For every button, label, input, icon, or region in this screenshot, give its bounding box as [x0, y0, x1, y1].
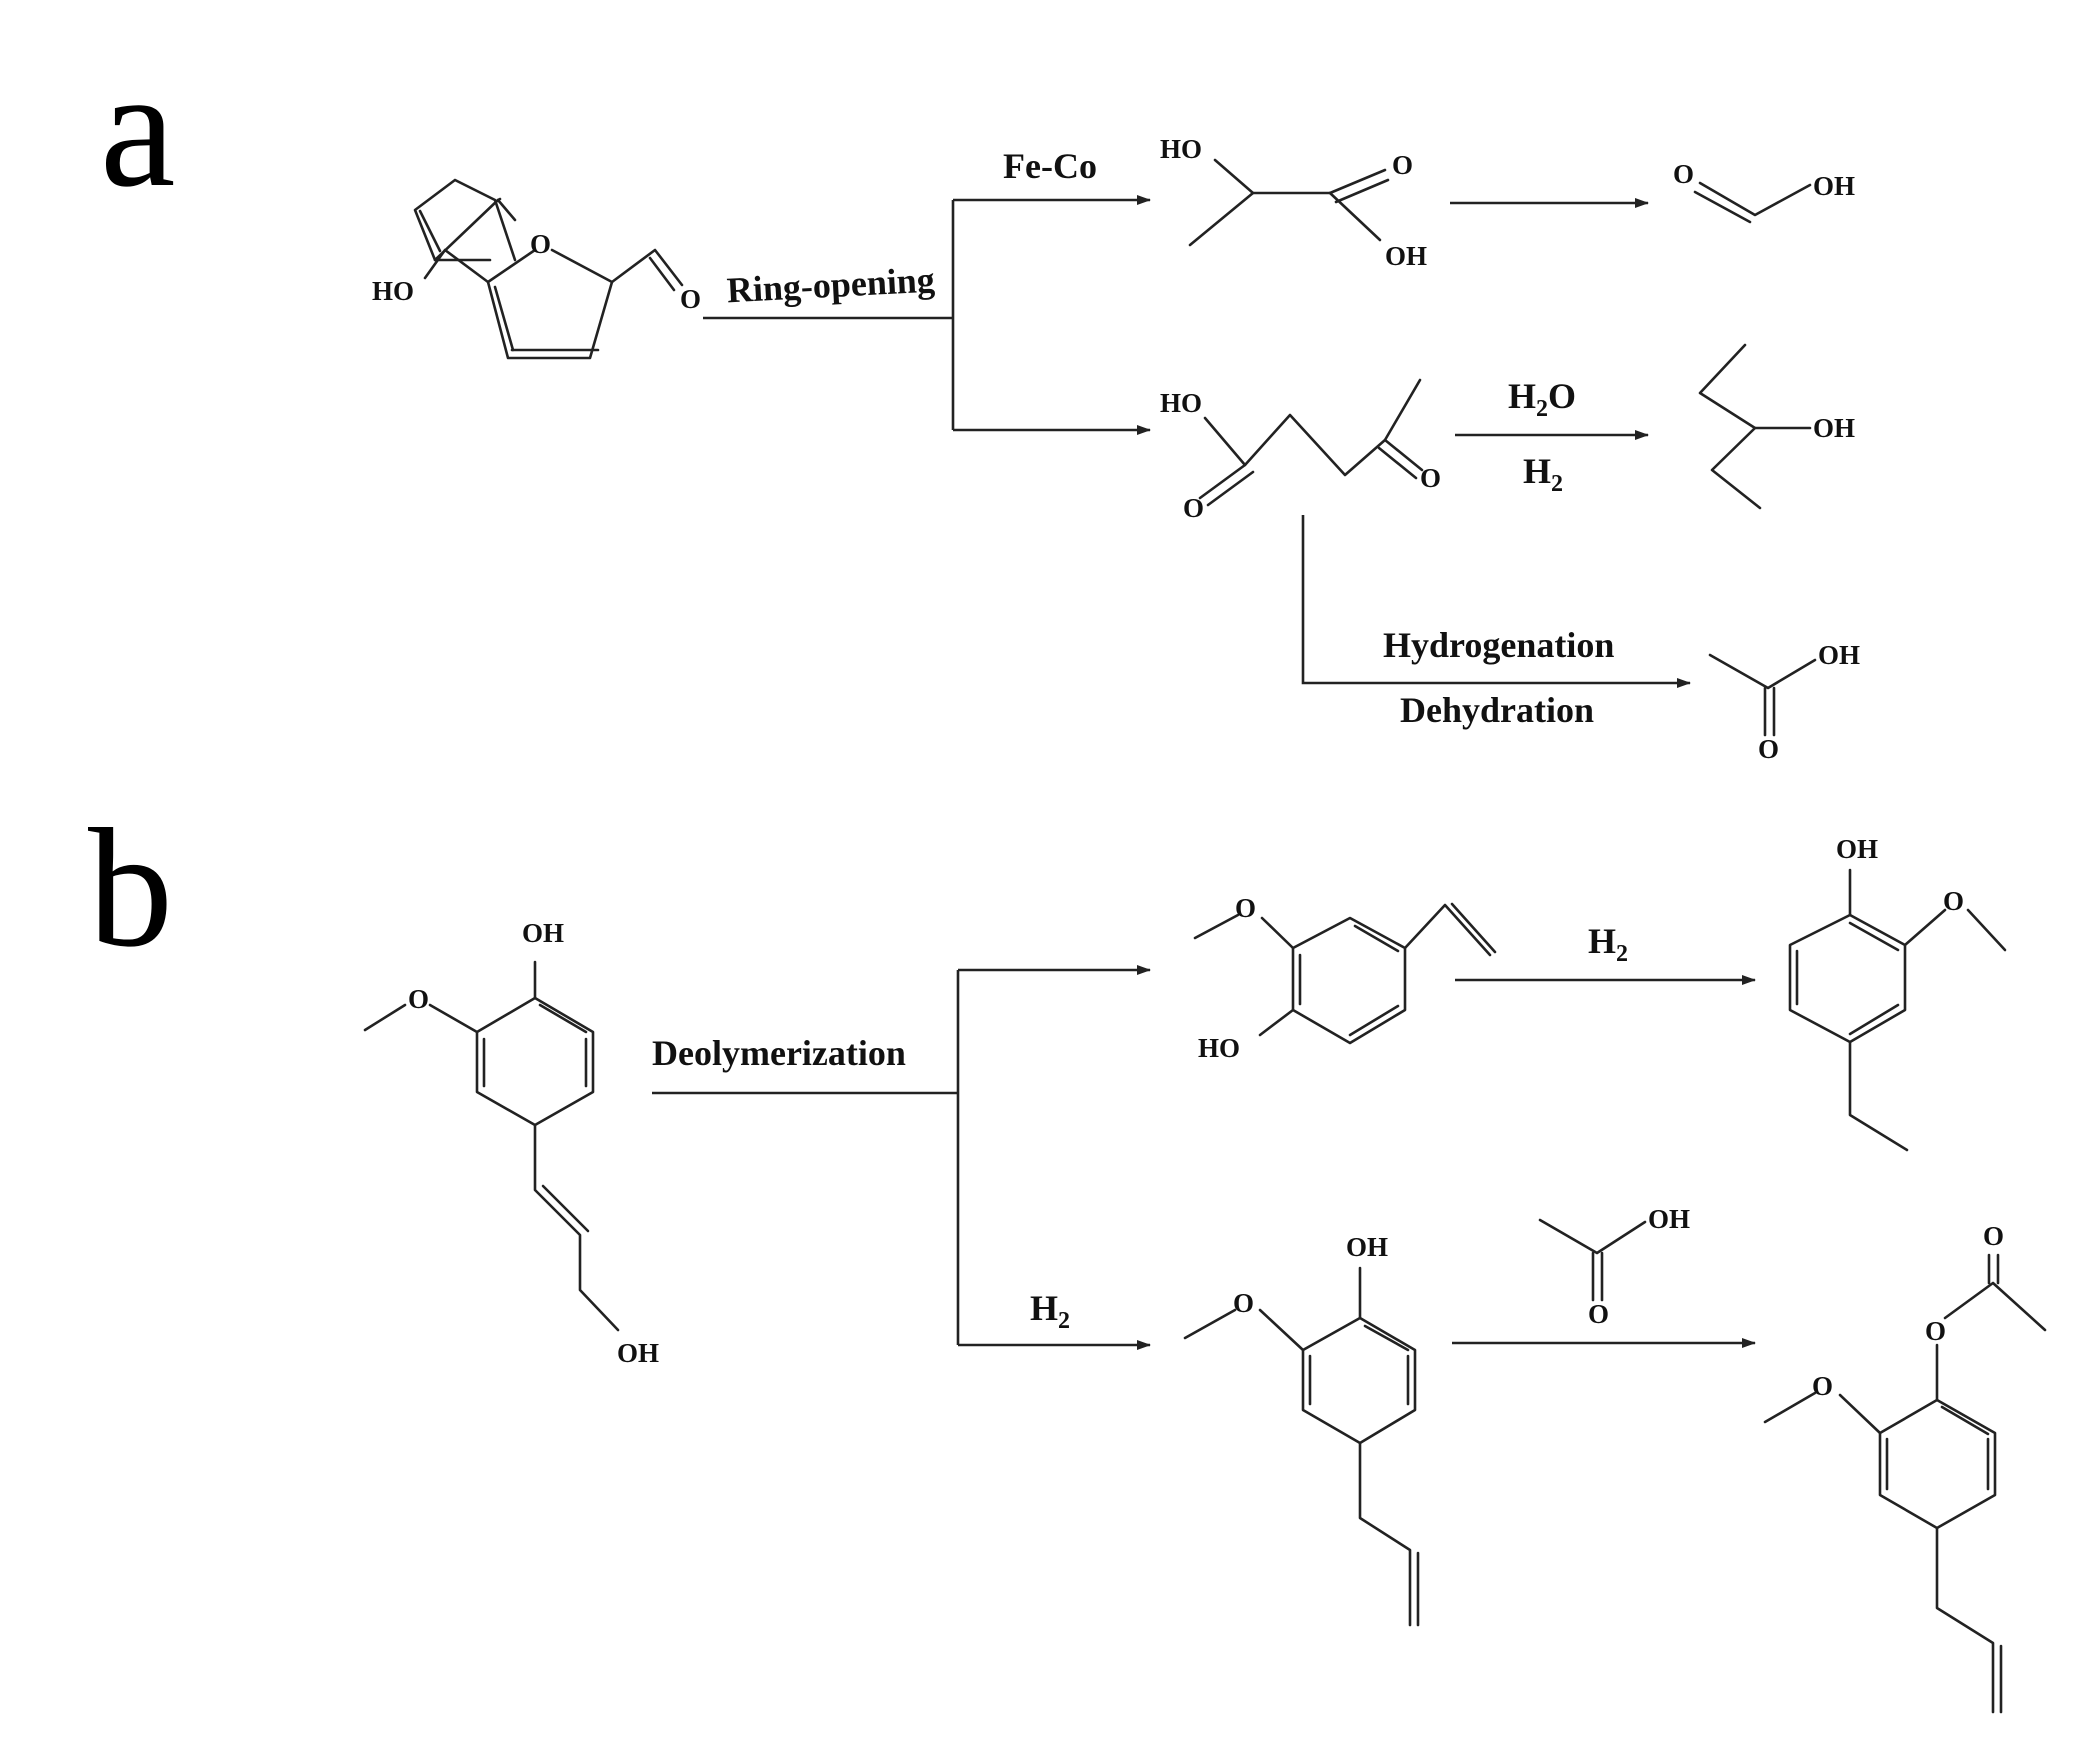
- h2-label-a: H2: [1523, 451, 1563, 497]
- acetic-acid-hydroxyl-a: OH: [1818, 640, 1860, 670]
- fe-co-label: Fe-Co: [1003, 146, 1097, 186]
- coniferyl-methoxy-oxygen: O: [408, 984, 429, 1014]
- eugenyl-acetate-carbonyl-oxygen: O: [1983, 1221, 2004, 1251]
- ring-opening-label: Ring-opening: [726, 260, 936, 311]
- ethylguaiacol-molecule: OH O: [1788, 834, 2007, 1152]
- h2o-label: H2O: [1508, 376, 1576, 422]
- acetic-acid-hydroxyl-b: OH: [1648, 1204, 1690, 1234]
- panel-label-a: a: [100, 34, 175, 222]
- coniferyl-allyl-hydroxyl: OH: [617, 1338, 659, 1368]
- eugenol-hydroxyl: OH: [1346, 1232, 1388, 1262]
- lactic-acid-carbonyl-oxygen: O: [1392, 150, 1413, 180]
- h2-label-b-bottom: H2: [1030, 1288, 1070, 1334]
- hydrogenation-label: Hydrogenation: [1383, 625, 1614, 665]
- levulinic-acid-hydroxyl: HO: [1160, 388, 1202, 418]
- depolymerization-branch: [652, 965, 1151, 1350]
- hmf-hydroxyl: HO: [372, 276, 414, 306]
- arrow-to-acetic-acid: [1301, 515, 1691, 688]
- h2-label-b-top: H2: [1588, 921, 1628, 967]
- depolymerization-label: Deolymerization: [652, 1033, 906, 1073]
- acetic-acid-carbonyl-oxygen-a: O: [1758, 734, 1779, 764]
- eugenyl-acetate-ester-oxygen: O: [1925, 1316, 1946, 1346]
- vinyl-methoxy-oxygen: O: [1235, 893, 1256, 923]
- panel-label-b: b: [88, 794, 173, 982]
- coniferyl-phenol-hydroxyl: OH: [522, 918, 564, 948]
- eugenol-molecule: OH O: [1183, 1232, 1420, 1627]
- ethylguaiacol-hydroxyl: OH: [1836, 834, 1878, 864]
- acetic-acid-carbonyl-oxygen-b: O: [1588, 1299, 1609, 1329]
- lactic-acid-molecule: HO O OH: [1160, 134, 1427, 271]
- levulinic-acid-molecule: HO O O: [1160, 378, 1441, 523]
- acetic-acid-molecule-a: OH O: [1708, 640, 1860, 764]
- acetic-acid-reagent-b: OH O: [1538, 1204, 1690, 1329]
- butanol-hydroxyl: OH: [1813, 413, 1855, 443]
- hmf-ring-oxygen: O: [530, 229, 551, 259]
- levulinic-acid-ketone-oxygen: O: [1420, 463, 1441, 493]
- ethylguaiacol-methoxy-oxygen: O: [1943, 886, 1964, 916]
- ring-opening-branch: [703, 195, 1151, 435]
- butanol-molecule: OH: [1698, 343, 1855, 510]
- coniferyl-alcohol-molecule: OH O OH: [363, 918, 659, 1368]
- lactic-acid-hydroxyl: HO: [1160, 134, 1202, 164]
- hmf-aldehyde-oxygen: O: [680, 284, 701, 314]
- formic-acid-molecule: O OH: [1673, 159, 1855, 224]
- eugenol-methoxy-oxygen: O: [1233, 1288, 1254, 1318]
- vinyl-hydroxyl: HO: [1198, 1033, 1240, 1063]
- levulinic-acid-acid-oxygen: O: [1183, 493, 1204, 523]
- formic-acid-hydroxyl: OH: [1813, 171, 1855, 201]
- lactic-acid-acid-hydroxyl: OH: [1385, 241, 1427, 271]
- hmf-molecule: O HO O: [372, 178, 701, 360]
- formic-acid-carbonyl-oxygen: O: [1673, 159, 1694, 189]
- eugenyl-acetate-molecule: O O O: [1763, 1221, 2047, 1714]
- dehydration-label: Dehydration: [1400, 690, 1594, 730]
- vinyl-guaiacol-molecule: O HO: [1193, 893, 1497, 1063]
- eugenyl-acetate-methoxy-oxygen: O: [1812, 1371, 1833, 1401]
